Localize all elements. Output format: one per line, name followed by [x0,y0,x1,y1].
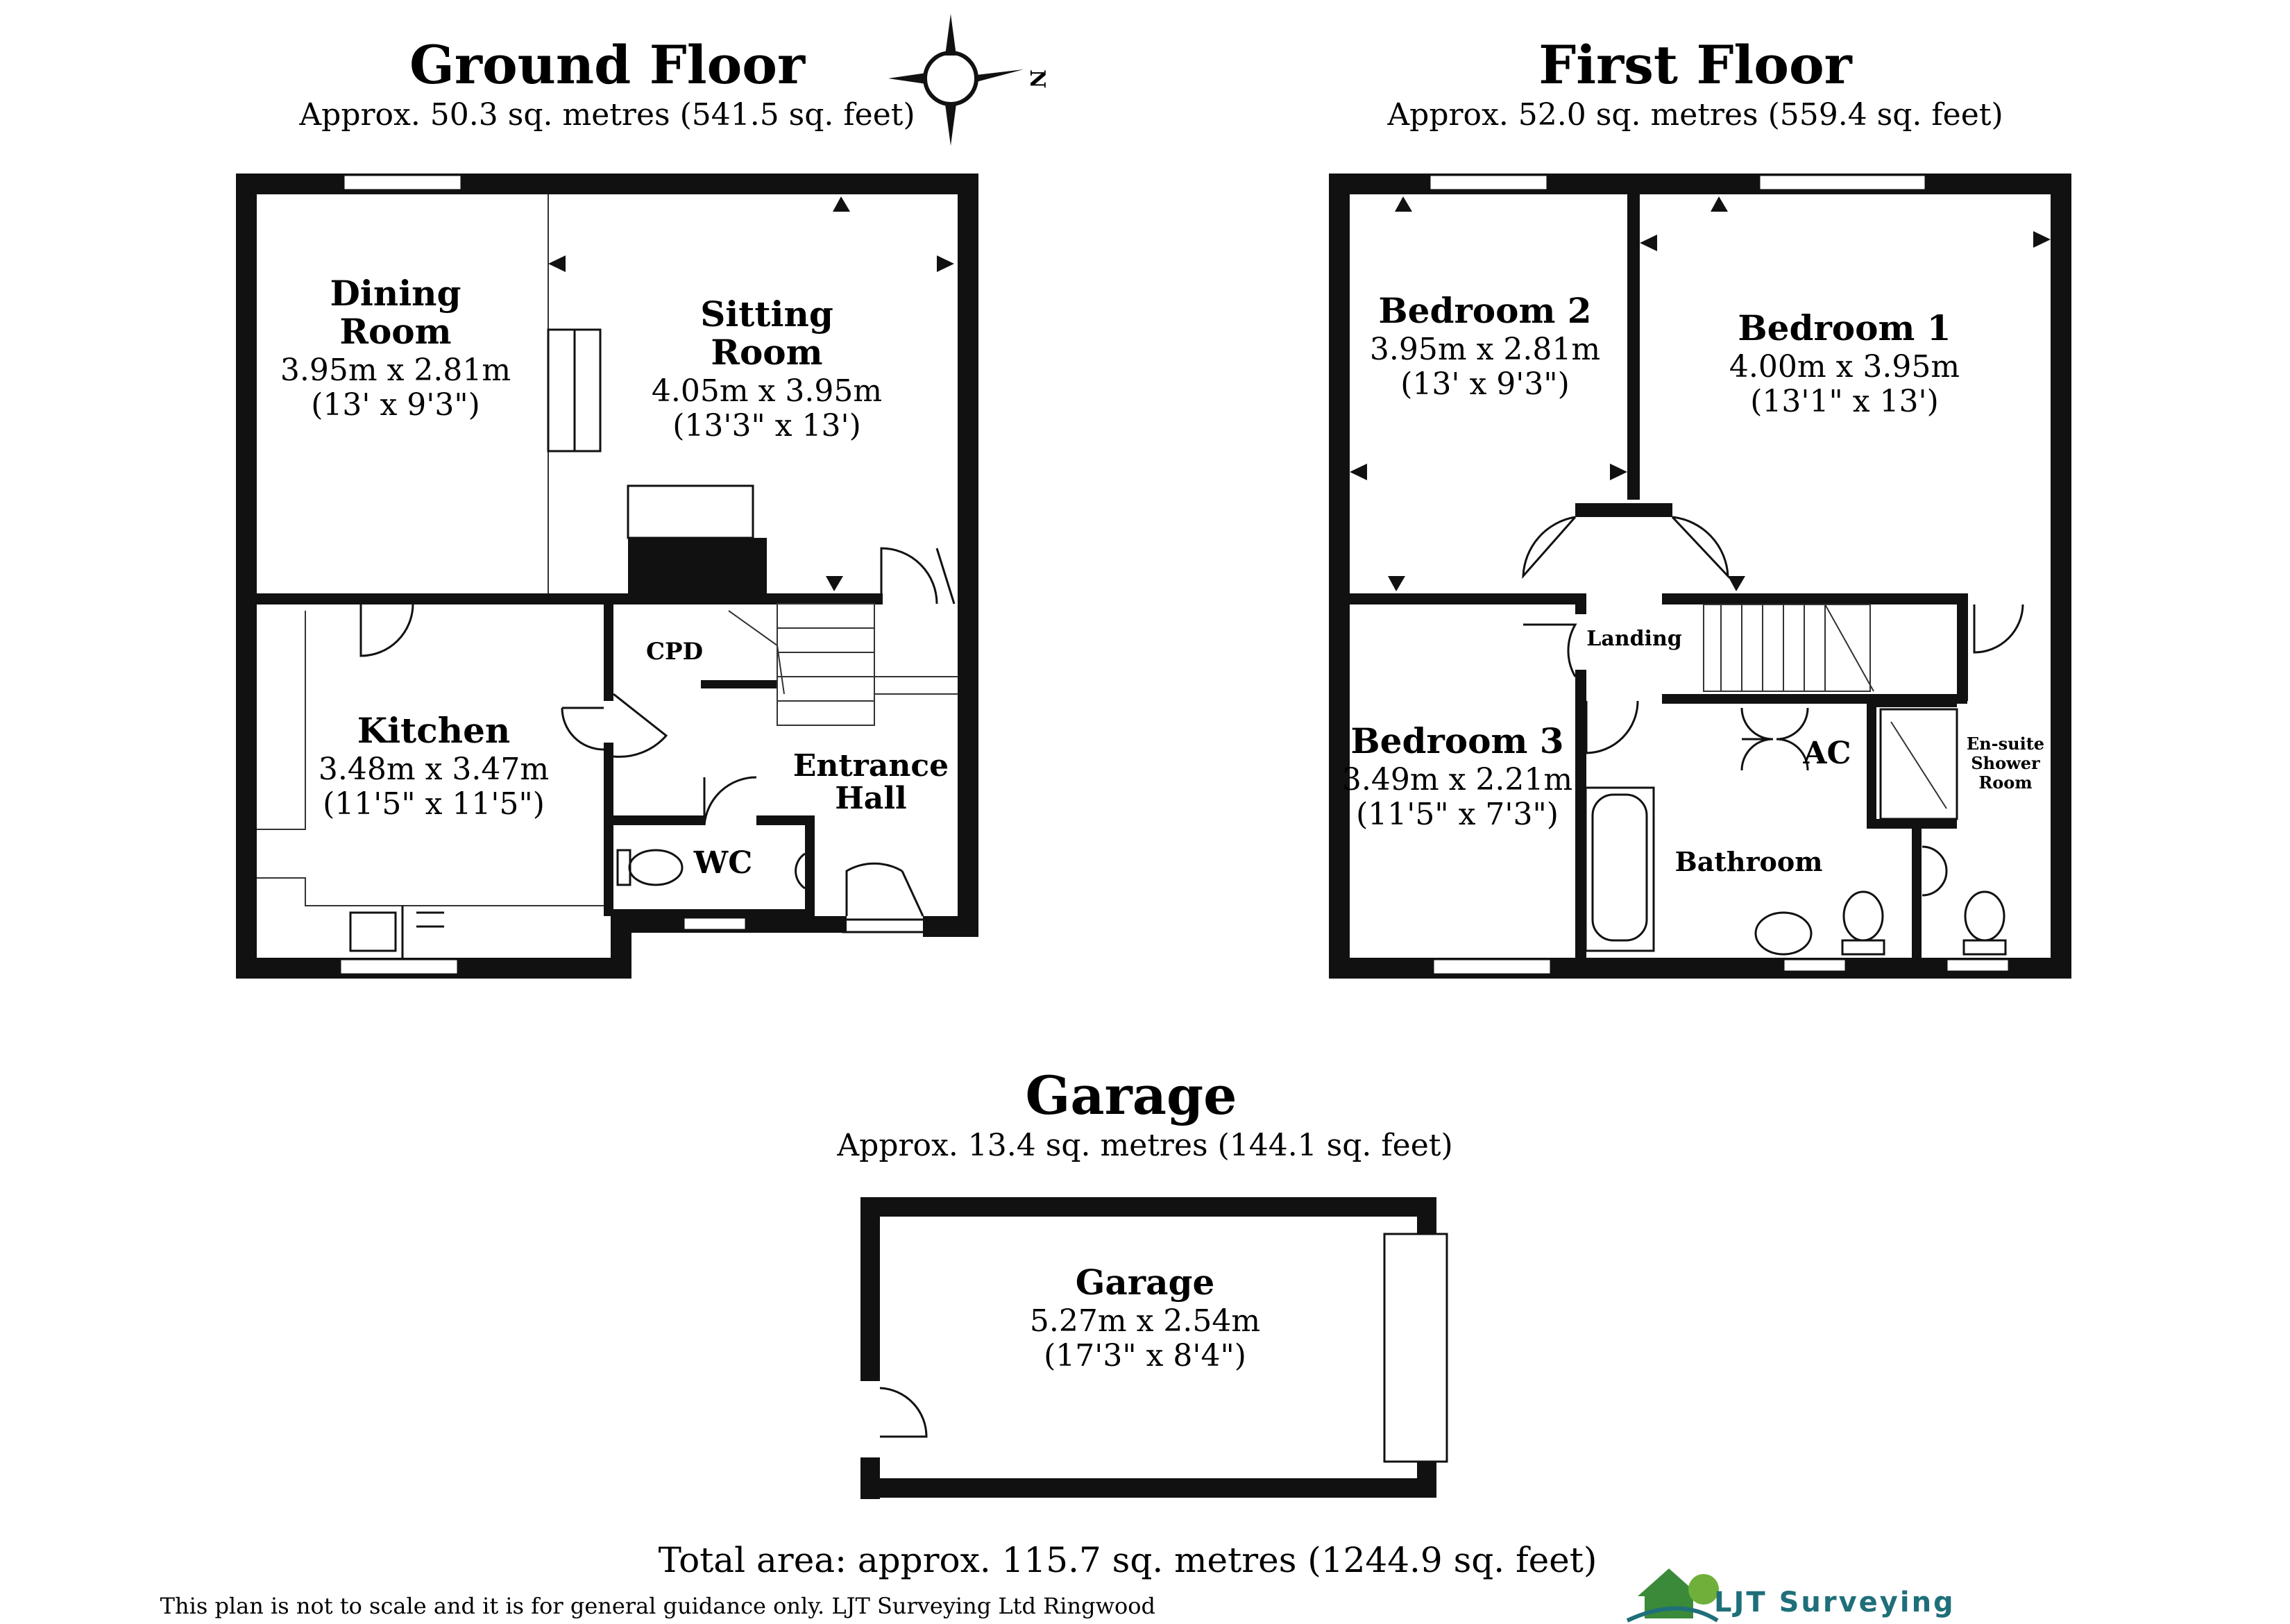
bedroom-2-name: Bedroom 2 [1378,290,1591,331]
bedroom-1-dims: 4.00m x 3.95m [1729,349,1960,384]
garage-room-dims-ft: (17'3" x 8'4") [1044,1338,1246,1373]
window [1782,958,1847,973]
bedroom-2-dims: 3.95m x 2.81m [1370,332,1600,367]
wc-fixtures [616,849,806,890]
landing-label: Landing [1586,627,1682,651]
first-floor: First Floor Approx. 52.0 sq. metres (559… [1329,34,2071,979]
dining-room-name: Dining [330,273,461,314]
dining-room-dims-ft: (13' x 9'3") [311,387,480,423]
garage-room-dims: 5.27m x 2.54m [1030,1303,1260,1339]
compass-north-label: N [1025,69,1049,88]
garage-title: Garage [1026,1065,1237,1126]
total-area: Total area: approx. 115.7 sq. metres (12… [659,1540,1597,1580]
first-floor-area: Approx. 52.0 sq. metres (559.4 sq. feet) [1386,97,2003,133]
doors [1522,516,2024,771]
sitting-room-name: Room [711,332,822,373]
window [342,174,463,192]
bedroom-2-dims-ft: (13' x 9'3") [1400,366,1570,402]
garage-area: Approx. 13.4 sq. metres (144.1 sq. feet) [836,1128,1452,1163]
ground-floor-title: Ground Floor [409,34,806,96]
kitchen-dims-ft: (11'5" x 11'5") [323,786,545,822]
sitting-room-dims: 4.05m x 3.95m [652,373,882,409]
bedroom-1-name: Bedroom 1 [1738,307,1951,348]
wc-label: WC [693,845,752,881]
window [1428,174,1549,192]
staircase [1703,604,1874,692]
disclaimer: This plan is not to scale and it is for … [160,1593,1155,1619]
sitting-room-dims-ft: (13'3" x 13') [672,408,861,443]
garage: Garage Approx. 13.4 sq. metres (144.1 sq… [836,1065,1453,1499]
doors [359,547,956,933]
entrance-hall-name: Hall [835,781,907,816]
kitchen-dims: 3.48m x 3.47m [319,752,549,787]
window [1945,958,2010,973]
ljt-surveying-logo: LJT Surveying [1626,1568,1956,1623]
ensuite-label: En-suite [1967,734,2044,754]
compass-icon: N [888,14,1049,146]
ac-label: AC [1802,736,1851,771]
staircase [728,603,958,726]
window [1758,174,1927,192]
cpd-label: CPD [646,638,703,666]
window [1432,958,1552,976]
garage-door [1383,1233,1448,1463]
bedroom-3-dims: 3.49m x 2.21m [1342,762,1572,797]
dining-room-name: Room [339,311,451,352]
bathroom-label: Bathroom [1675,846,1823,877]
ground-floor-area: Approx. 50.3 sq. metres (541.5 sq. feet) [298,97,915,133]
window [682,916,747,931]
garage-walls [860,1197,1436,1499]
fireplace [628,538,767,593]
garage-room-name: Garage [1076,1262,1215,1303]
ensuite-label: Room [1978,772,2032,793]
bedroom-3-dims-ft: (11'5" x 7'3") [1356,797,1559,832]
bedroom-1-dims-ft: (13'1" x 13') [1750,384,1939,419]
dining-room-dims: 3.95m x 2.81m [280,353,511,388]
first-floor-title: First Floor [1538,34,1852,96]
ensuite-label: Shower [1971,753,2040,773]
entrance-hall-name: Entrance [793,748,949,784]
sitting-room-name: Sitting [700,294,833,335]
bedroom-3-name: Bedroom 3 [1350,720,1563,761]
bath [1584,786,1655,952]
kitchen-units [257,611,604,958]
kitchen-name: Kitchen [357,710,511,751]
window [339,958,459,976]
ground-floor: Ground Floor Approx. 50.3 sq. metres (54… [236,34,978,979]
logo-text: LJT Surveying [1714,1587,1956,1618]
